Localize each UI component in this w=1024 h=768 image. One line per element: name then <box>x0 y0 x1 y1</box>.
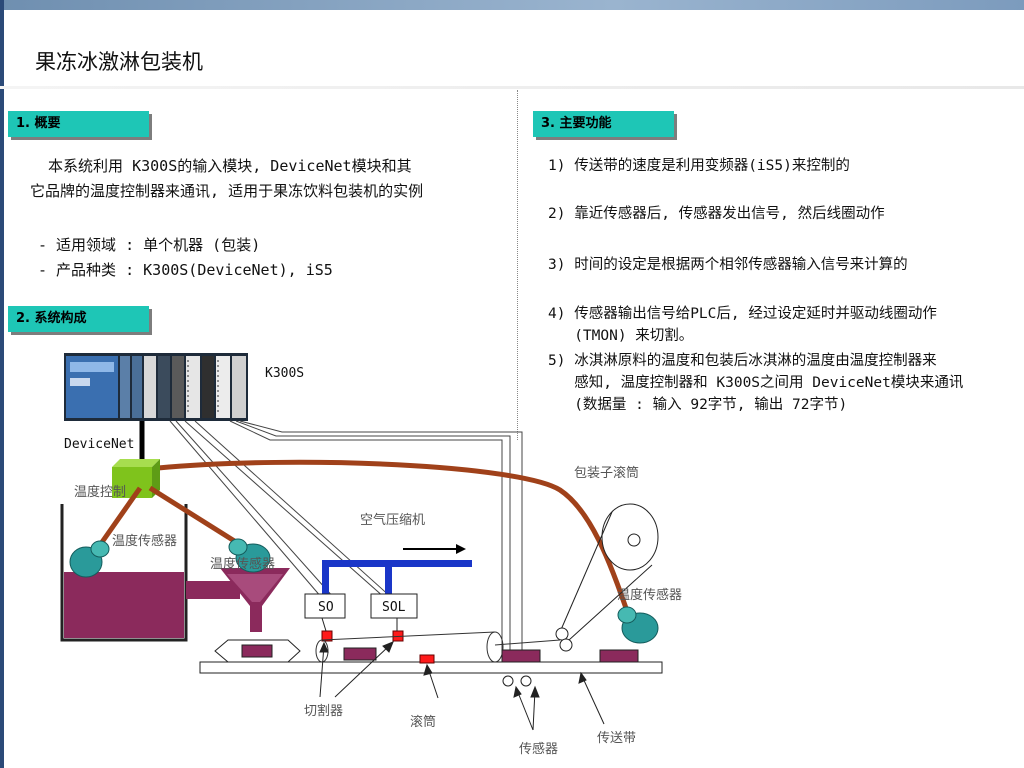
temp-sensor-1 <box>69 540 110 578</box>
temp-probe-line-1 <box>97 486 143 547</box>
drum-marker <box>419 654 435 664</box>
product-block-1 <box>241 644 273 658</box>
sensor-label: 传感器 <box>519 742 559 757</box>
column-divider <box>517 90 518 440</box>
function-item-2: 2) 靠近传感器后, 传感器发出信号, 然后线圈动作 <box>548 206 885 222</box>
overview-bullet-products: - 产品种类 : K300S(DeviceNet), iS5 <box>38 261 333 279</box>
product-block-4 <box>599 649 639 663</box>
temp-sensor-cable <box>157 459 633 621</box>
flow-arrow-icon <box>403 544 466 554</box>
funnel <box>220 568 290 632</box>
proximity-sensor-2 <box>520 675 532 687</box>
temperature-controller <box>112 459 160 498</box>
wrap-roller <box>555 503 659 652</box>
drum-label: 滚筒 <box>410 715 437 730</box>
product-block-3 <box>501 649 541 663</box>
plc-rack <box>64 353 248 421</box>
air-pipe <box>322 560 472 594</box>
so-connector <box>321 617 327 632</box>
temp-sensor-label-3: 温度传感器 <box>617 588 683 603</box>
devicenet-label: DeviceNet <box>64 437 135 452</box>
proximity-sensor-1 <box>502 675 514 687</box>
conveyor-label: 传送带 <box>597 731 637 746</box>
cutter-label: 切割器 <box>304 704 344 719</box>
function-item-3: 3) 时间的设定是根据两个相邻传感器输入信号来计算的 <box>548 257 908 273</box>
so-valve <box>304 593 346 619</box>
air-compressor-label: 空气压缩机 <box>360 513 426 528</box>
function-item-4: 4) 传感器输出信号给PLC后, 经过设定延时并驱动线圈动作 (TMON) 来切… <box>548 306 937 344</box>
callout-arrows <box>319 641 605 731</box>
cutter-marker-1 <box>321 630 333 642</box>
so-label: SO <box>318 600 334 615</box>
sol-valve <box>370 593 418 619</box>
temp-sensor-3 <box>617 606 659 644</box>
temp-sensor-2 <box>228 538 271 573</box>
function-item-1: 1) 传送带的速度是利用变频器(iS5)来控制的 <box>548 158 850 174</box>
overview-paragraph-line1: 本系统利用 K300S的输入模块, DeviceNet模块和其 <box>30 157 412 175</box>
temp-controller-label: 温度控制 <box>74 485 127 500</box>
signal-wires <box>169 420 523 652</box>
title-underline <box>0 86 1024 89</box>
top-banner <box>0 0 1024 10</box>
section-heading-overview: 1. 概要 <box>8 111 149 137</box>
mixing-tank <box>60 504 240 642</box>
sol-label: SOL <box>382 600 406 615</box>
product-block-2 <box>343 647 377 661</box>
temp-probe-line-2 <box>148 485 238 545</box>
slide-title: 果冻冰激淋包装机 <box>35 50 203 74</box>
left-edge-strip <box>0 0 4 768</box>
wrap-roller-label: 包装子滚筒 <box>574 466 640 481</box>
section-heading-functions: 3. 主要功能 <box>533 111 674 137</box>
section-heading-system: 2. 系统构成 <box>8 306 149 332</box>
temp-sensor-label-2: 温度传感器 <box>210 557 276 572</box>
temp-sensor-label-1: 温度传感器 <box>112 534 178 549</box>
function-item-5: 5) 冰淇淋原料的温度和包装后冰淇淋的温度由温度控制器来 感知, 温度控制器和 … <box>548 353 964 413</box>
plc-label: K300S <box>265 366 305 381</box>
overview-bullet-field: - 适用领域 : 单个机器 (包装) <box>38 236 261 254</box>
overview-paragraph-line2: 它品牌的温度控制器来通讯, 适用于果冻饮料包装机的实例 <box>30 182 424 200</box>
